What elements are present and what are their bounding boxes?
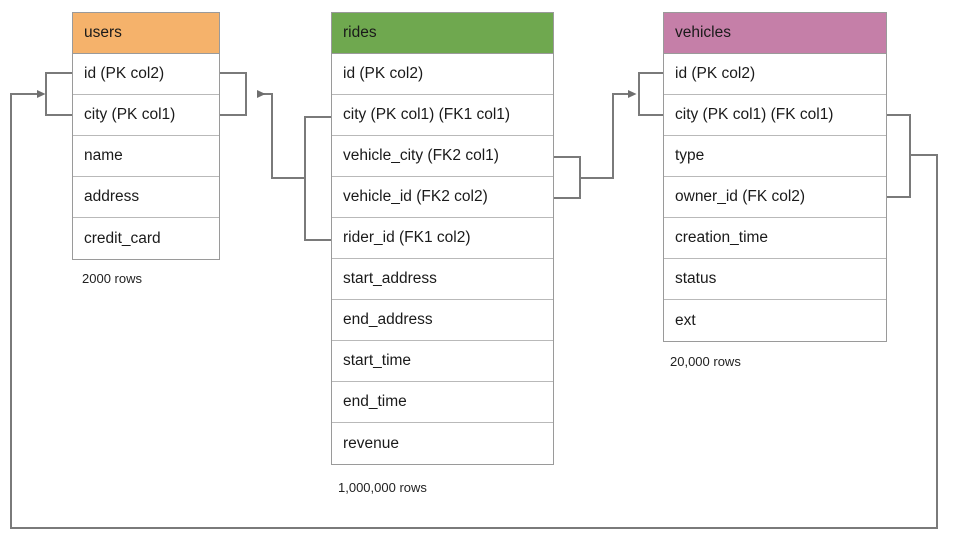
table-rides-column-0[interactable]: id (PK col2) — [332, 54, 553, 95]
vehicles-right-bracket — [887, 114, 911, 198]
table-vehicles-row-count: 20,000 rows — [670, 354, 741, 369]
table-vehicles-column-3[interactable]: owner_id (FK col2) — [664, 177, 886, 218]
table-users-column-3[interactable]: address — [73, 177, 219, 218]
table-rides-row-count: 1,000,000 rows — [338, 480, 427, 495]
table-users-row-count: 2000 rows — [82, 271, 142, 286]
table-rides-column-1[interactable]: city (PK col1) (FK1 col1) — [332, 95, 553, 136]
table-rides-header: rides — [332, 13, 553, 54]
table-vehicles-header: vehicles — [664, 13, 886, 54]
table-rides-column-6[interactable]: end_address — [332, 300, 553, 341]
table-rides-column-5[interactable]: start_address — [332, 259, 553, 300]
users-right-bracket — [220, 72, 247, 116]
table-vehicles-column-0[interactable]: id (PK col2) — [664, 54, 886, 95]
table-rides-column-3[interactable]: vehicle_id (FK2 col2) — [332, 177, 553, 218]
vehicles-left-bracket — [638, 72, 663, 116]
connector-rides-to-vehicles — [580, 90, 637, 179]
table-vehicles-column-4[interactable]: creation_time — [664, 218, 886, 259]
table-users-column-1[interactable]: city (PK col1) — [73, 95, 219, 136]
table-vehicles-column-5[interactable]: status — [664, 259, 886, 300]
table-rides-column-7[interactable]: start_time — [332, 341, 553, 382]
table-vehicles-column-2[interactable]: type — [664, 136, 886, 177]
table-rides-column-2[interactable]: vehicle_city (FK2 col1) — [332, 136, 553, 177]
table-users-column-2[interactable]: name — [73, 136, 219, 177]
users-left-bracket — [45, 72, 72, 116]
table-vehicles-column-1[interactable]: city (PK col1) (FK col1) — [664, 95, 886, 136]
table-users[interactable]: users id (PK col2) city (PK col1) name a… — [72, 12, 220, 260]
table-rides-column-9[interactable]: revenue — [332, 423, 553, 464]
table-users-column-4[interactable]: credit_card — [73, 218, 219, 259]
table-vehicles[interactable]: vehicles id (PK col2) city (PK col1) (FK… — [663, 12, 887, 342]
table-users-header: users — [73, 13, 219, 54]
table-users-column-0[interactable]: id (PK col2) — [73, 54, 219, 95]
rides-left-bracket — [304, 116, 331, 241]
table-rides[interactable]: rides id (PK col2) city (PK col1) (FK1 c… — [331, 12, 554, 465]
table-vehicles-column-6[interactable]: ext — [664, 300, 886, 341]
table-rides-column-8[interactable]: end_time — [332, 382, 553, 423]
rides-right-bracket — [554, 156, 581, 199]
connector-rides-to-users — [257, 90, 305, 179]
table-rides-column-4[interactable]: rider_id (FK1 col2) — [332, 218, 553, 259]
